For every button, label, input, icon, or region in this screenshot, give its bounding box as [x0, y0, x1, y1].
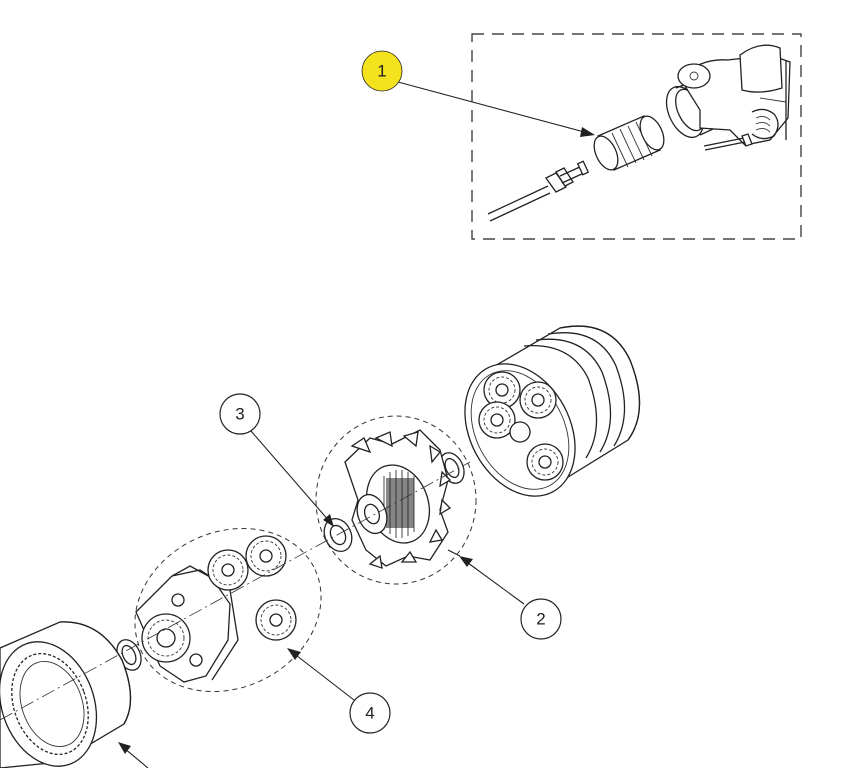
callout-3: 3 [219, 393, 334, 527]
callout-3-circle [219, 393, 261, 435]
sun-gear-teeth [383, 470, 415, 538]
drive-shaft [487, 160, 590, 222]
callout-1-highlight [361, 50, 403, 92]
callout-4-circle [349, 692, 391, 734]
group-4-dashed-outline [134, 527, 322, 693]
callout-2-label: 2 [536, 610, 545, 629]
callout-1-label: 1 [377, 62, 386, 81]
callout-2: 2 [459, 556, 562, 640]
callout-2-leader-stub [447, 549, 461, 557]
carrier-center-gear [141, 613, 191, 663]
detail-inset: 1 [361, 33, 802, 240]
callout-2-leader [463, 559, 525, 605]
callout-1-arrowhead [580, 127, 595, 137]
offpage-leader [118, 742, 149, 768]
housing-planet-gear-bottom [526, 443, 564, 481]
planet-carrier-group [134, 527, 322, 693]
callout-3-leader [250, 430, 331, 523]
housing-planet-gear-right [519, 381, 557, 419]
callout-4-arrowhead [287, 648, 301, 660]
callout-3-label: 3 [235, 405, 244, 424]
callout-1-leader [397, 81, 589, 134]
callout-2-arrowhead [459, 556, 473, 567]
sun-gear-carrier-group [315, 415, 477, 585]
callout-4-label: 4 [365, 704, 374, 723]
housing-planet-gear-left [478, 401, 516, 439]
planet-carrier [135, 565, 239, 683]
inset-dashed-frame [471, 33, 802, 240]
callout-4: 4 [287, 648, 391, 734]
planetary-stage-housing [464, 325, 641, 497]
planet-gear-bottom [255, 599, 297, 641]
motor-housing [677, 44, 791, 151]
bearing-assembly [593, 115, 665, 171]
sun-gear-carrier [344, 429, 452, 569]
ring-gear [0, 621, 132, 768]
callout-2-circle [520, 598, 562, 640]
group-2-dashed-outline [315, 415, 477, 585]
planet-gear-top-right [245, 535, 287, 577]
callout-4-leader [291, 651, 355, 701]
center-axis [0, 461, 471, 721]
callout-3-arrowhead [323, 514, 334, 527]
planet-gear-top-left [207, 549, 249, 591]
